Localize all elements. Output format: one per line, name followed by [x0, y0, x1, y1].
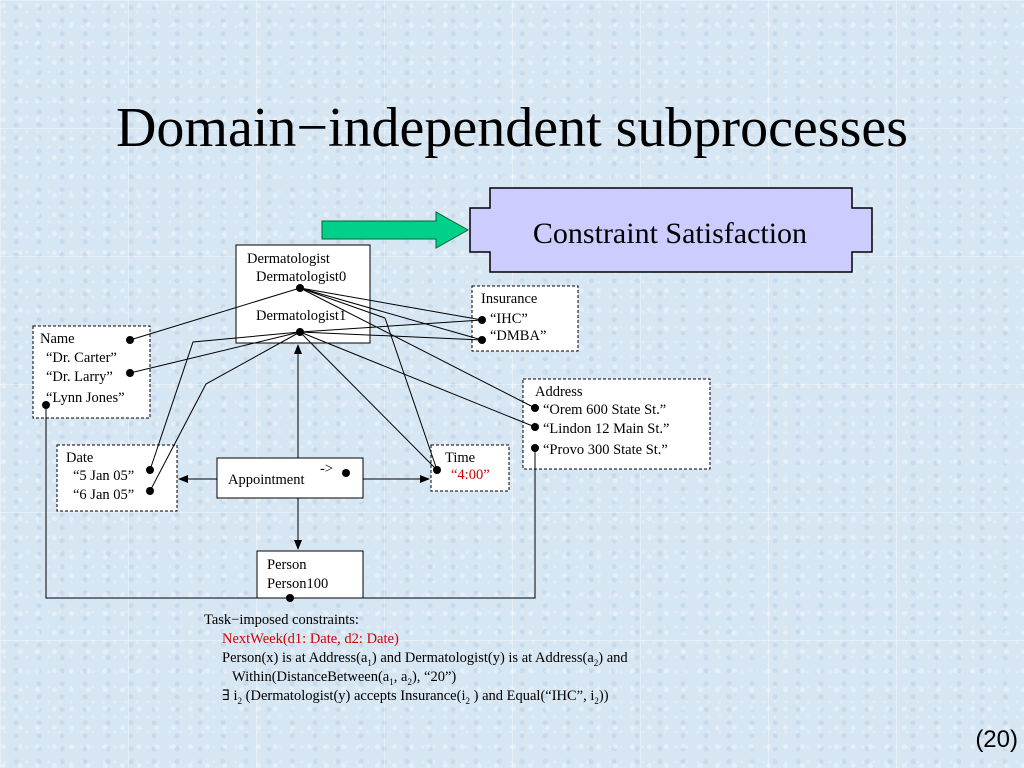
dot-dmba [478, 336, 486, 344]
dermatologist-title: Dermatologist [247, 251, 330, 267]
dot-lindon [531, 423, 539, 431]
green-arrow [321, 211, 470, 249]
slide-title: Domain−independent subprocesses [115, 97, 909, 159]
date-title: Date [66, 450, 94, 466]
dot-orem [531, 404, 539, 412]
constraint-satisfaction-banner [469, 187, 873, 273]
dermatologist1-label: Dermatologist1 [256, 308, 347, 324]
address-orem: “Orem 600 State St.” [543, 402, 667, 418]
address-title: Address [535, 384, 583, 400]
dot-person100 [286, 594, 294, 602]
constraint-person-address: Person(x) is at Address(a1) and Dermatol… [222, 650, 628, 668]
date-5-jan: “5 Jan 05” [73, 468, 135, 484]
name-lynn-jones: “Lynn Jones” [46, 390, 125, 406]
constraint-accepts-insurance: ∃ i2 (Dermatologist(y) accepts Insurance… [222, 688, 609, 706]
insurance-box [471, 285, 579, 352]
time-4-00: “4:00” [451, 467, 490, 483]
dot-provo [531, 444, 539, 452]
dermatologist0-label: Dermatologist0 [256, 269, 347, 285]
constraints-heading: Task−imposed constraints: [204, 612, 359, 628]
connection-dots [42, 284, 539, 602]
dermatologist-box [235, 244, 371, 344]
date-6-jan: “6 Jan 05” [73, 487, 135, 503]
constraint-within-distance: Within(DistanceBetween(a1, a2), “20”) [232, 669, 457, 687]
dot-4-00 [433, 466, 441, 474]
insurance-dmba: “DMBA” [490, 328, 547, 344]
dot-dermatologist0 [296, 284, 304, 292]
address-provo: “Provo 300 State St.” [543, 442, 668, 458]
name-dr-larry: “Dr. Larry” [46, 369, 113, 385]
dot-lynn-jones [42, 401, 50, 409]
dot-6-jan [146, 487, 154, 495]
person-box [256, 550, 364, 599]
dot-ihc [478, 316, 486, 324]
dot-5-jan [146, 466, 154, 474]
person100-label: Person100 [267, 576, 329, 592]
dot-dermatologist1 [296, 328, 304, 336]
constraint-satisfaction-label: Constraint Satisfaction [532, 217, 808, 250]
insurance-ihc: “IHC” [490, 311, 528, 327]
name-title: Name [40, 331, 75, 347]
person-title: Person [267, 557, 307, 573]
appointment-box [216, 457, 364, 499]
appointment-marker: -> [320, 461, 334, 477]
address-box [522, 378, 711, 470]
appointment-title: Appointment [228, 472, 305, 488]
time-title: Time [445, 450, 476, 466]
dot-appointment [342, 469, 350, 477]
insurance-title: Insurance [481, 291, 538, 307]
constraint-nextweek: NextWeek(d1: Date, d2: Date) [222, 631, 399, 647]
page-number: (20) [975, 726, 1018, 753]
time-box [430, 444, 510, 492]
name-dr-carter: “Dr. Carter” [46, 350, 117, 366]
dot-dr-larry [126, 369, 134, 377]
connection-lines [45, 287, 536, 599]
dot-dr-carter [126, 336, 134, 344]
address-lindon: “Lindon 12 Main St.” [543, 421, 670, 437]
